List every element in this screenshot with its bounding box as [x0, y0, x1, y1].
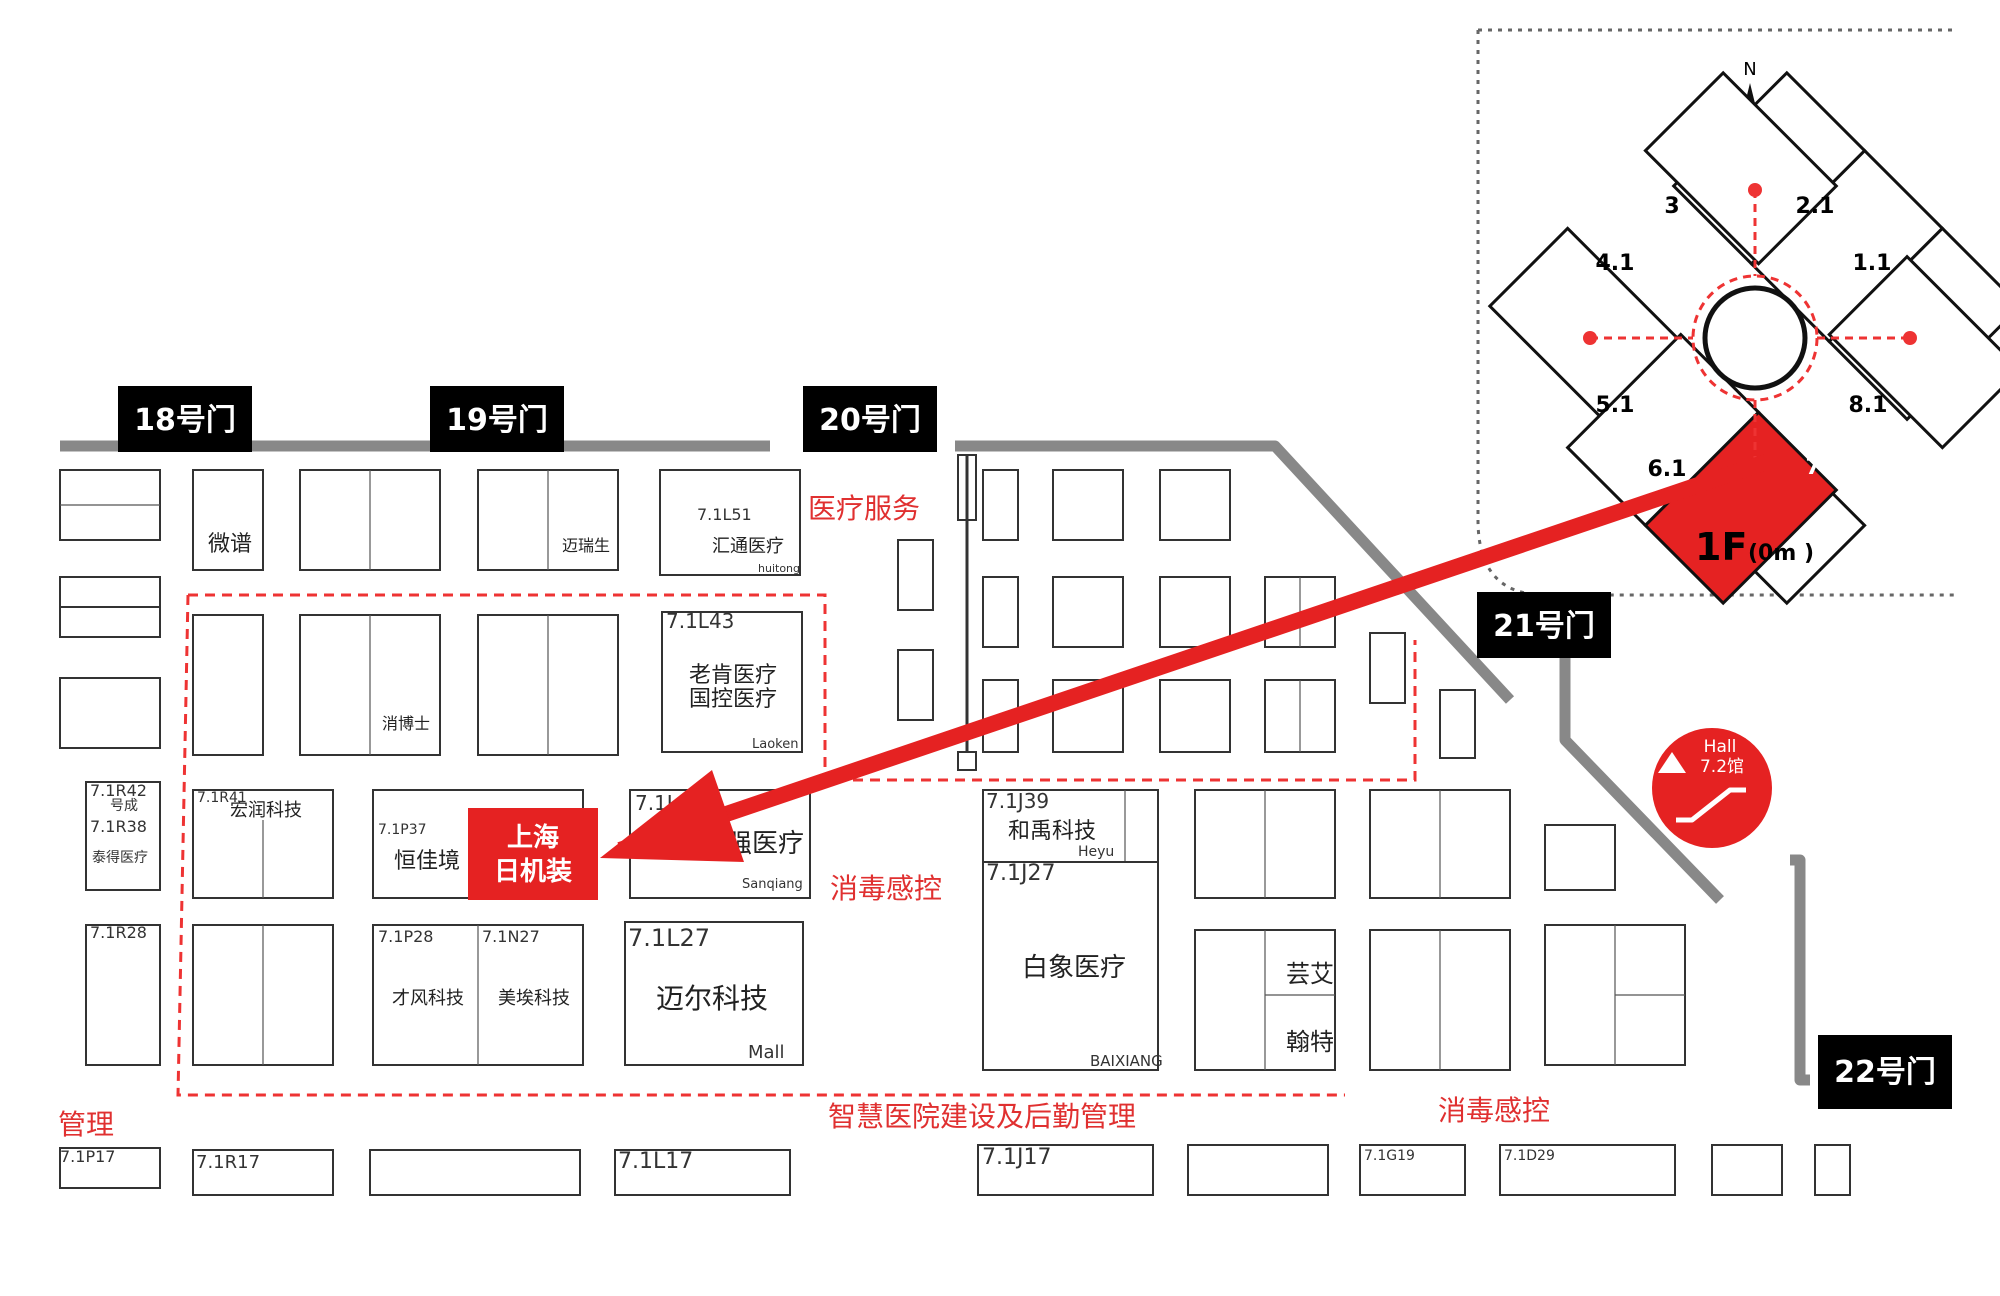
booth-7-1J39-en: Heyu [1078, 844, 1114, 860]
booth-7-1J27-code: 7.1J27 [986, 861, 1055, 886]
escalator-label-2: 7.2馆 [1700, 757, 1744, 777]
booth-7-1N27-code: 7.1N27 [482, 927, 540, 946]
gate-19-label: 19号门 [446, 403, 548, 438]
target-label-line1: 上海 [507, 823, 559, 853]
booth-xiaoboshi-name: 消博士 [382, 714, 430, 733]
gate-18[interactable]: 18号门 [118, 386, 252, 452]
booth-7-1L43-name2: 国控医疗 [689, 687, 777, 712]
hall-7-1-label: 7.1 [1806, 455, 1845, 480]
booth-7-1L37-en: Sanqiang [742, 877, 803, 892]
booth-7-1L51-name: 汇通医疗 [712, 536, 784, 557]
booth-7-1P28-name: 才风科技 [392, 988, 464, 1009]
hall-1-1-label: 1.1 [1853, 251, 1892, 276]
zone-label-disinfection-1: 消毒感控 [830, 872, 942, 905]
booth-7-1L17-code: 7.1L17 [618, 1149, 693, 1174]
booth-7-1L27-name: 迈尔科技 [656, 982, 768, 1015]
booth-7-1R38-code: 7.1R38 [90, 817, 147, 836]
booth-7-1R41-code: 7.1R41 [197, 790, 247, 806]
booth-7-1R42-name: 号成 [110, 798, 138, 814]
booth-7-1L27-en: Mall [748, 1042, 785, 1063]
booth-7-1L27-code: 7.1L27 [628, 924, 710, 952]
booth-7-1L43-en: Laoken [752, 737, 798, 752]
booth-7-1L43-name1: 老肯医疗 [689, 663, 777, 688]
target-label-line2: 日机装 [494, 857, 572, 887]
target-booth-label[interactable]: 上海 日机装 [468, 808, 598, 900]
booth-right-center[interactable] [1194, 789, 1686, 1071]
booth-7-1G19-code: 7.1G19 [1364, 1148, 1415, 1164]
booth-7-1L51-code: 7.1L51 [697, 505, 752, 524]
gate-20-label: 20号门 [819, 403, 921, 438]
gate-22-label: 22号门 [1834, 1055, 1936, 1090]
booth-7-1D29-code: 7.1D29 [1504, 1148, 1555, 1164]
route-arrow [600, 452, 1775, 862]
booth-fourth-row[interactable] [192, 921, 804, 1066]
booth-7-1J27-en: BAIXIANG [1090, 1052, 1163, 1070]
hall-8-1-label: 8.1 [1849, 393, 1888, 418]
booth-7-1P37-code: 7.1P37 [378, 822, 427, 838]
hall-2-1-label: 2.1 [1796, 194, 1835, 219]
escalator-label-1: Hall [1704, 737, 1737, 757]
hall-3-label: 3 [1664, 194, 1679, 219]
booth-top-row[interactable] [192, 469, 801, 576]
booth-hante-name: 翰特 [1286, 1028, 1334, 1056]
booth-7-1R17-code: 7.1R17 [196, 1152, 260, 1173]
booth-maruisheng-name: 迈瑞生 [562, 536, 610, 555]
booth-7-1J39-code: 7.1J39 [986, 789, 1049, 813]
hall-6-1-label: 6.1 [1648, 457, 1687, 482]
gate-21[interactable]: 21号门 [1477, 592, 1611, 658]
booth-bottom-row[interactable] [192, 1144, 1851, 1196]
booth-left-column[interactable] [59, 469, 161, 1189]
zone-label-medical-service: 医疗服务 [808, 492, 920, 525]
zone-label-management: 管理 [58, 1108, 114, 1141]
booth-7-1R38-name: 泰得医疗 [92, 849, 148, 866]
booth-7-1L43-code: 7.1L43 [666, 609, 734, 633]
zone-label-disinfection-2: 消毒感控 [1438, 1094, 1550, 1127]
booth-7-1J39-name: 和禹科技 [1008, 819, 1096, 844]
booth-7-1N27-name: 美埃科技 [498, 988, 570, 1009]
booth-7-1L51-en: huitong [758, 562, 800, 575]
gate-19[interactable]: 19号门 [430, 386, 564, 452]
hall-5-1-label: 5.1 [1596, 393, 1635, 418]
booth-weipu-name: 微谱 [208, 532, 252, 557]
gate-21-label: 21号门 [1493, 609, 1595, 644]
booth-second-row[interactable] [192, 611, 803, 756]
booth-7-1R42-code: 7.1R42 [90, 781, 147, 800]
booth-7-1R41-name: 宏润科技 [230, 800, 302, 821]
hall-7-1-highlight [1643, 410, 1839, 606]
overview-map: N 3 2.1 4.1 1.1 5.1 8.1 6.1 [1487, 59, 2000, 606]
hall-4-1-label: 4.1 [1596, 251, 1635, 276]
booth-7-1P17-code: 7.1P17 [60, 1147, 115, 1166]
booth-7-1P37-name: 恒佳境 [394, 849, 460, 874]
floor-label: 1F [1695, 525, 1747, 569]
escalator-7-2[interactable]: Hall 7.2馆 [1652, 728, 1772, 848]
floor-sub-label: (0m ) [1748, 541, 1814, 566]
gate-18-label: 18号门 [134, 403, 236, 438]
booth-7-1J27-name: 白象医疗 [1022, 953, 1126, 983]
booth-7-1J17-code: 7.1J17 [982, 1145, 1051, 1170]
booth-7-1R28-code: 7.1R28 [90, 923, 147, 942]
escalator-icon [1676, 787, 1746, 823]
booth-7-1P28-code: 7.1P28 [378, 927, 433, 946]
zone-outline-bottom [176, 594, 1345, 1097]
gate-20[interactable]: 20号门 [803, 386, 937, 452]
gate-22[interactable]: 22号门 [1818, 1035, 1952, 1109]
booth-center[interactable] [982, 789, 1159, 1071]
booth-yunai-name: 芸艾 [1286, 960, 1334, 988]
zone-label-smart-hospital: 智慧医院建设及后勤管理 [828, 1100, 1136, 1133]
north-label: N [1743, 59, 1756, 80]
